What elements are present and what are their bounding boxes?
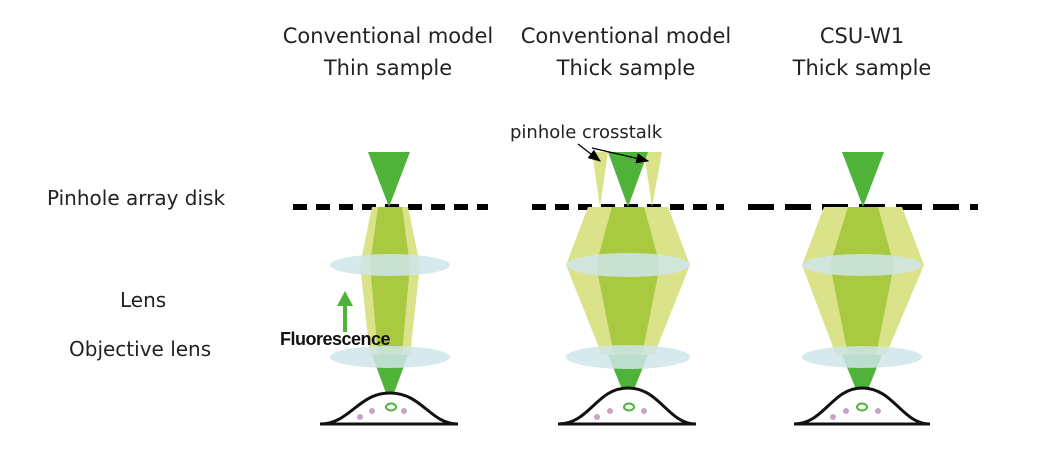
fluorescence-label: Fluorescence: [280, 329, 391, 349]
fluorescence-beam: [596, 207, 660, 355]
column-title-line2: Thin sample: [323, 56, 453, 80]
label-objective-lens: Objective lens: [69, 337, 212, 361]
focal-particle: [623, 402, 635, 412]
particle: [594, 414, 600, 420]
column-thick-sample: [557, 143, 697, 426]
particle: [607, 408, 613, 414]
crosstalk-arrow: [577, 143, 602, 162]
pinhole-focus-cone: [842, 152, 884, 207]
objective-lens: [566, 345, 690, 369]
label-lens: Lens: [120, 288, 167, 312]
column-title-line1: Conventional model: [520, 24, 732, 48]
crosstalk-cone-right: [644, 152, 662, 207]
lens: [566, 253, 690, 277]
column-title-line1: Conventional model: [282, 24, 494, 48]
crosstalk-arrow: [591, 147, 650, 164]
column-title-csu: CSU-W1 Thick sample: [742, 20, 982, 84]
objective-lens: [330, 346, 450, 368]
fluorescence-beam: [830, 207, 894, 355]
fluorescence-arrow-head: [337, 291, 353, 306]
particle: [875, 408, 881, 414]
objective-lens: [802, 346, 922, 368]
particle: [357, 414, 363, 420]
pinhole-crosstalk-label: pinhole crosstalk: [510, 122, 663, 143]
column-csu-w1: [793, 152, 931, 426]
particle: [401, 408, 407, 414]
column-title-line2: Thick sample: [556, 56, 696, 80]
fluorescence-beam: [370, 207, 410, 355]
particle: [843, 408, 849, 414]
lens: [330, 254, 450, 276]
particle: [369, 408, 375, 414]
particle: [830, 414, 836, 420]
label-pinhole-array-disk: Pinhole array disk: [47, 186, 226, 210]
pinhole-focus-cone: [608, 152, 648, 207]
crosstalk-cone-left: [592, 152, 608, 207]
lens: [802, 254, 922, 276]
column-thin-sample: [319, 152, 459, 426]
column-title-thin: Conventional model Thin sample: [268, 20, 508, 84]
focal-particle: [385, 402, 397, 412]
column-title-line2: Thick sample: [792, 56, 932, 80]
column-title-line1: CSU-W1: [819, 24, 905, 48]
column-title-thick: Conventional model Thick sample: [506, 20, 746, 84]
particle: [641, 408, 647, 414]
focal-particle: [856, 402, 868, 412]
pinhole-focus-cone: [368, 152, 410, 207]
